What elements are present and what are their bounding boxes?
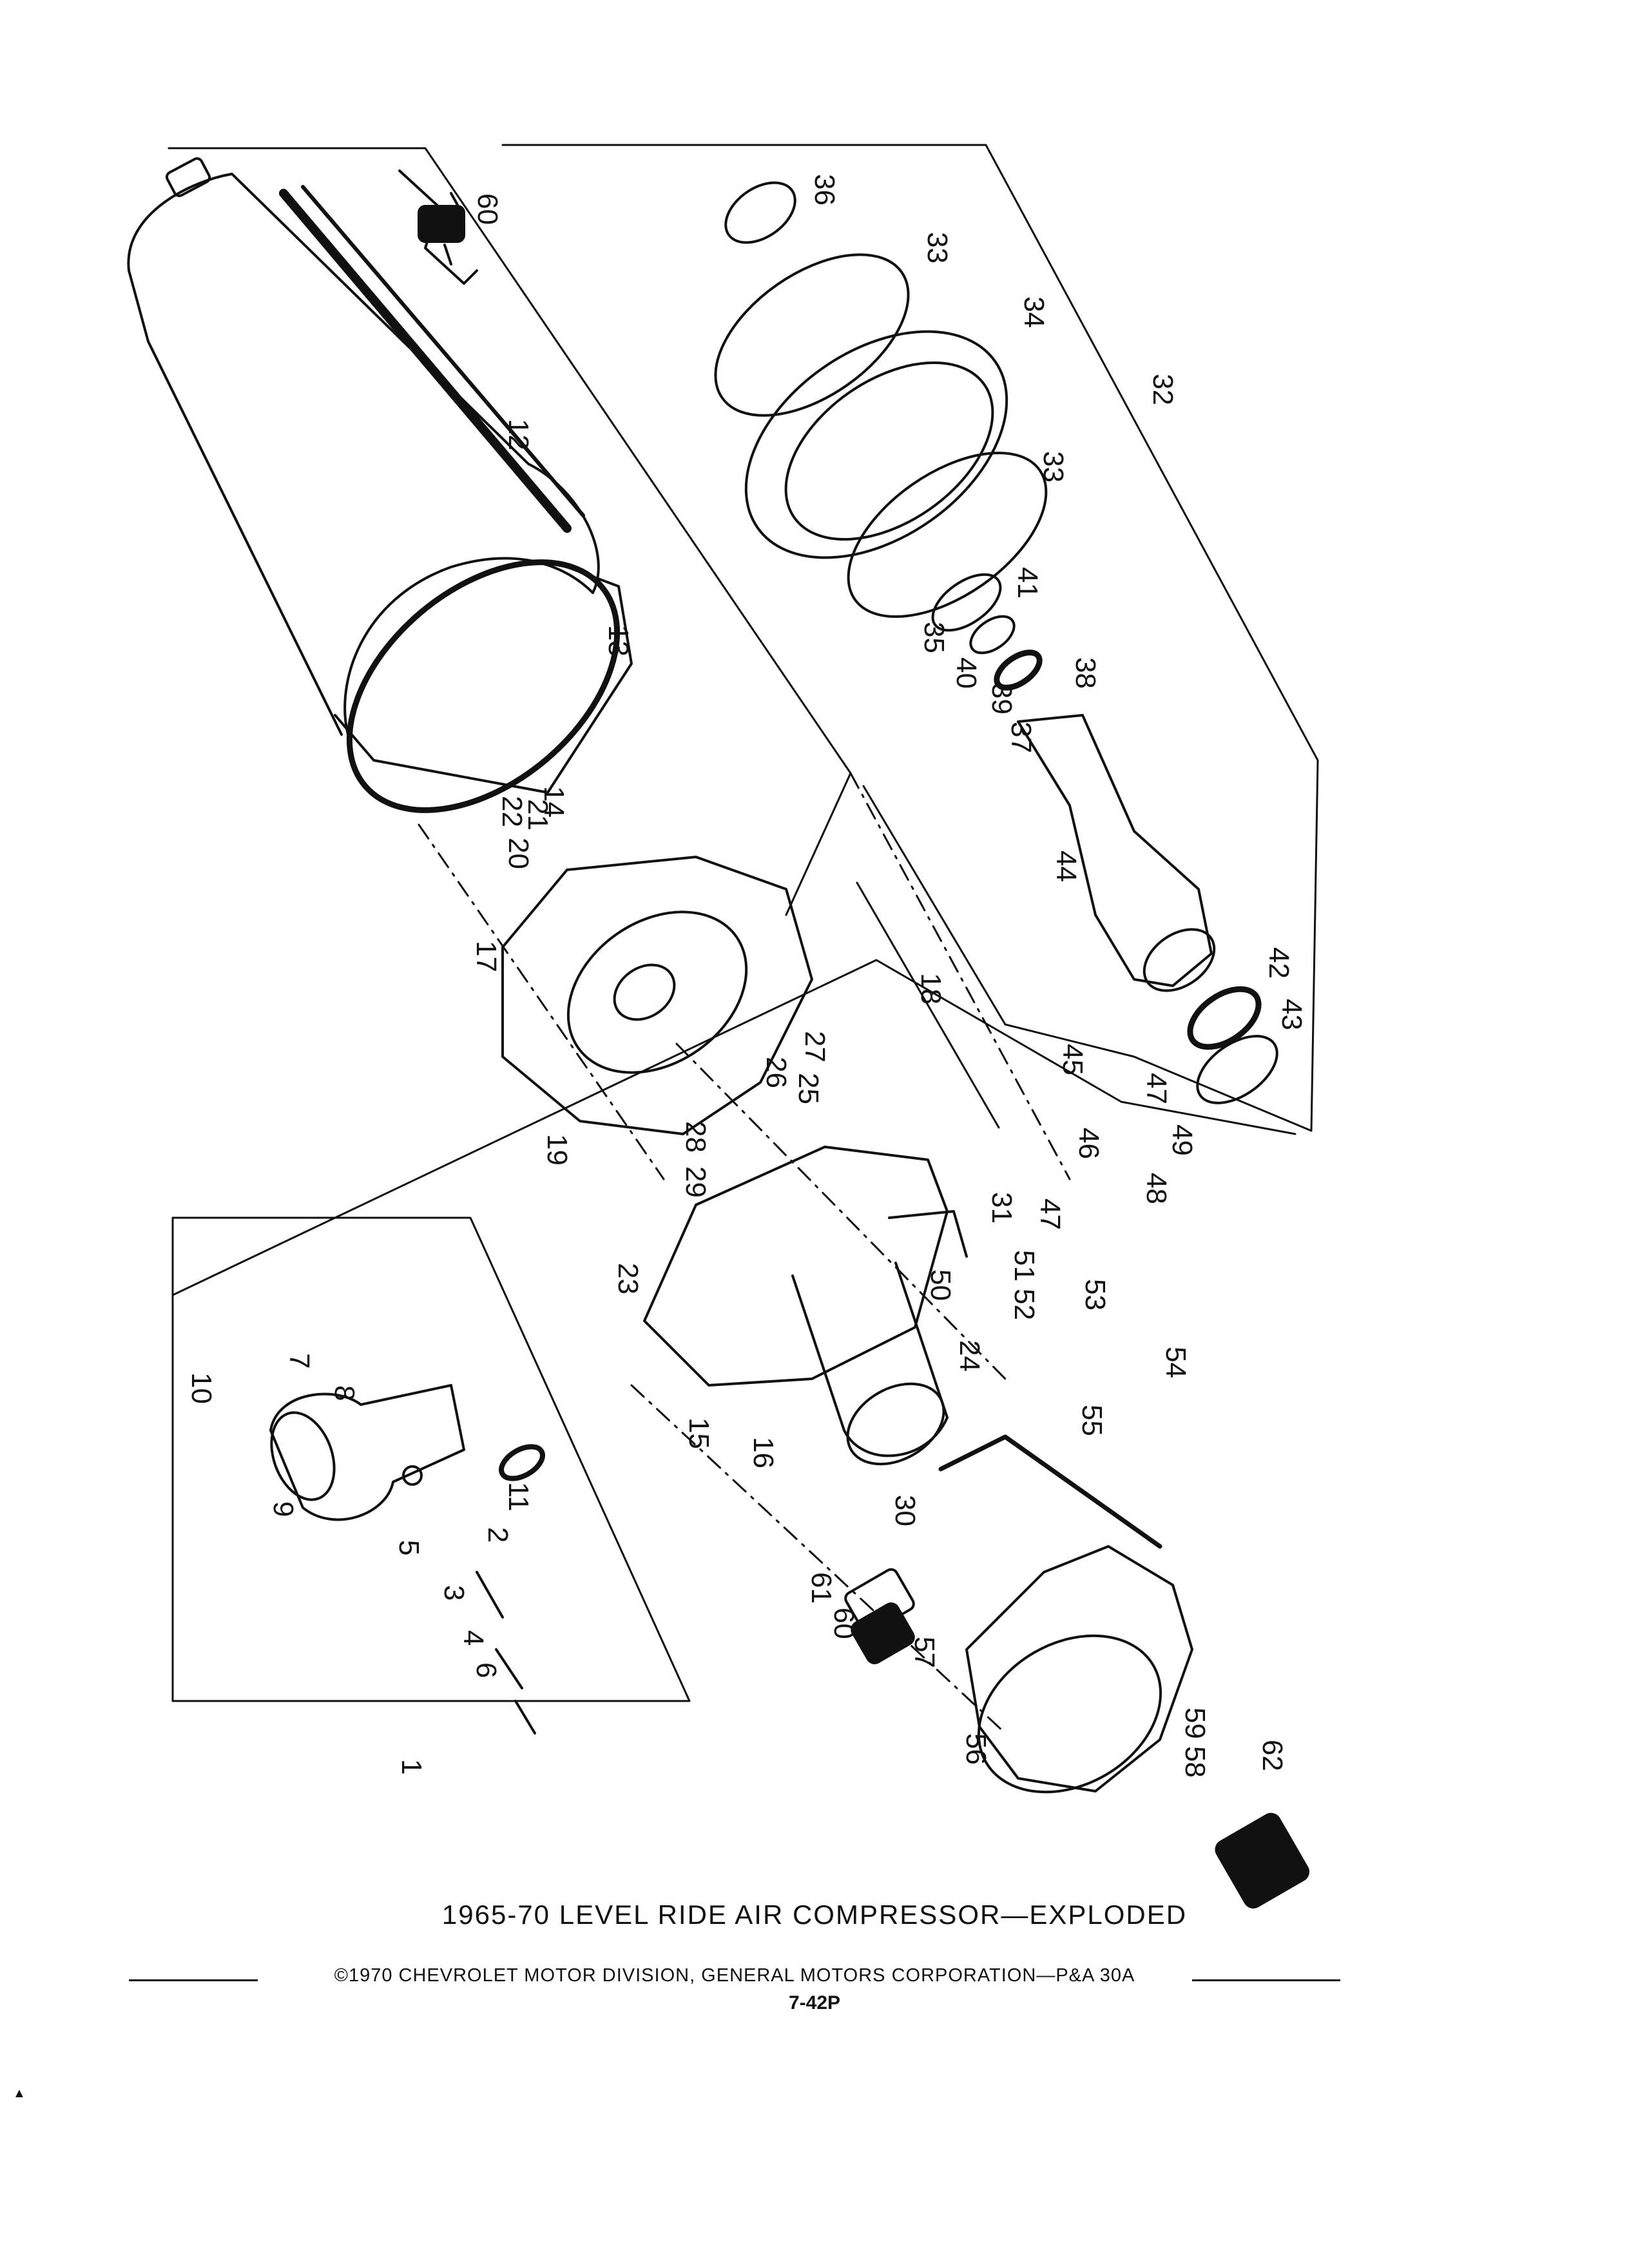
callout-52: 52 — [1008, 1289, 1040, 1320]
callout-28: 28 — [680, 1121, 711, 1153]
credit-rule-left — [129, 1979, 258, 1981]
page-number: 7-42P — [788, 1992, 841, 2013]
callout-36: 36 — [809, 174, 840, 206]
callout-55: 55 — [1076, 1405, 1108, 1436]
callout-23: 23 — [612, 1263, 644, 1294]
diaphragm-kit — [714, 181, 1048, 691]
callout-15: 15 — [683, 1418, 715, 1449]
callout-17: 17 — [470, 941, 502, 972]
callout-10: 10 — [186, 1372, 217, 1404]
callout-5: 5 — [393, 1540, 425, 1555]
credit-rule-right — [1192, 1979, 1340, 1981]
callout-30: 30 — [889, 1495, 921, 1526]
callout-2: 2 — [482, 1527, 514, 1542]
callout-32: 32 — [1147, 374, 1179, 405]
callout-47a: 47 — [1141, 1073, 1172, 1104]
motor-housing — [643, 1146, 968, 1466]
callout-7: 7 — [284, 1353, 315, 1369]
scan-mark: ▲ — [13, 2086, 26, 2100]
reservoir-assembly — [269, 1384, 545, 1735]
callout-29: 29 — [680, 1166, 711, 1198]
callout-49: 49 — [1166, 1124, 1198, 1156]
callout-47b: 47 — [1034, 1198, 1066, 1230]
callout-39: 39 — [986, 683, 1017, 715]
callout-40: 40 — [950, 657, 982, 689]
callout-35: 35 — [918, 622, 950, 653]
rubber-mount-bottom — [844, 1568, 915, 1664]
callout-19: 19 — [541, 1134, 573, 1166]
piston-assembly — [1017, 714, 1278, 1104]
callout-20: 20 — [503, 838, 534, 869]
callout-9: 9 — [267, 1501, 299, 1517]
callout-24: 24 — [954, 1340, 985, 1372]
callout-4: 4 — [458, 1630, 489, 1646]
callout-33a: 33 — [921, 232, 953, 264]
end-cap — [938, 1434, 1193, 1794]
callout-18: 18 — [915, 973, 947, 1004]
callout-8: 8 — [329, 1385, 360, 1401]
crankcase-cover — [501, 856, 813, 1135]
callout-6: 6 — [470, 1662, 502, 1678]
callout-60b: 60 — [828, 1608, 860, 1639]
callout-26: 26 — [760, 1057, 792, 1088]
callout-60a: 60 — [472, 193, 503, 225]
callout-13: 13 — [602, 625, 634, 657]
callout-27: 27 — [799, 1031, 831, 1062]
callout-45: 45 — [1057, 1044, 1088, 1075]
intake-filter — [1215, 1812, 1310, 1909]
callout-12: 12 — [503, 419, 534, 450]
callout-14: 14 — [538, 786, 570, 818]
callout-labels: 1 2 3 4 5 6 7 8 9 10 11 12 13 14 15 16 1… — [186, 174, 1307, 1778]
callout-56: 56 — [960, 1733, 992, 1765]
callout-31: 31 — [986, 1192, 1017, 1224]
diagram-credit: ©1970 CHEVROLET MOTOR DIVISION, GENERAL … — [334, 1965, 1135, 1986]
callout-61: 61 — [805, 1572, 837, 1604]
callout-37: 37 — [1005, 722, 1037, 753]
callout-44: 44 — [1050, 850, 1082, 882]
callout-3: 3 — [438, 1585, 470, 1600]
rubber-mount-top — [398, 169, 478, 285]
diagram-title: 1965-70 LEVEL RIDE AIR COMPRESSOR—EXPLOD… — [441, 1899, 1188, 1930]
callout-48: 48 — [1141, 1173, 1172, 1204]
callout-46: 46 — [1073, 1128, 1104, 1159]
callout-53: 53 — [1079, 1279, 1111, 1311]
callout-16: 16 — [747, 1437, 779, 1468]
callout-54: 54 — [1160, 1347, 1191, 1378]
callout-51: 51 — [1008, 1250, 1040, 1282]
callout-43: 43 — [1276, 999, 1307, 1030]
callout-42: 42 — [1263, 947, 1295, 979]
assembly-outlines — [168, 144, 1319, 1735]
callout-58: 58 — [1179, 1746, 1211, 1778]
callout-1: 1 — [396, 1759, 427, 1774]
callout-50: 50 — [925, 1269, 956, 1301]
callout-59: 59 — [1179, 1707, 1211, 1739]
callout-38: 38 — [1070, 657, 1101, 689]
cylinder-housing — [127, 157, 633, 813]
callout-41: 41 — [1012, 567, 1043, 599]
callout-62: 62 — [1257, 1740, 1288, 1771]
callout-11: 11 — [503, 1482, 534, 1512]
callout-21: 21 — [522, 799, 554, 831]
callout-57: 57 — [909, 1637, 940, 1668]
callout-34: 34 — [1018, 296, 1050, 328]
callout-25: 25 — [793, 1073, 824, 1104]
callout-33b: 33 — [1037, 451, 1069, 483]
callout-22: 22 — [496, 796, 528, 827]
